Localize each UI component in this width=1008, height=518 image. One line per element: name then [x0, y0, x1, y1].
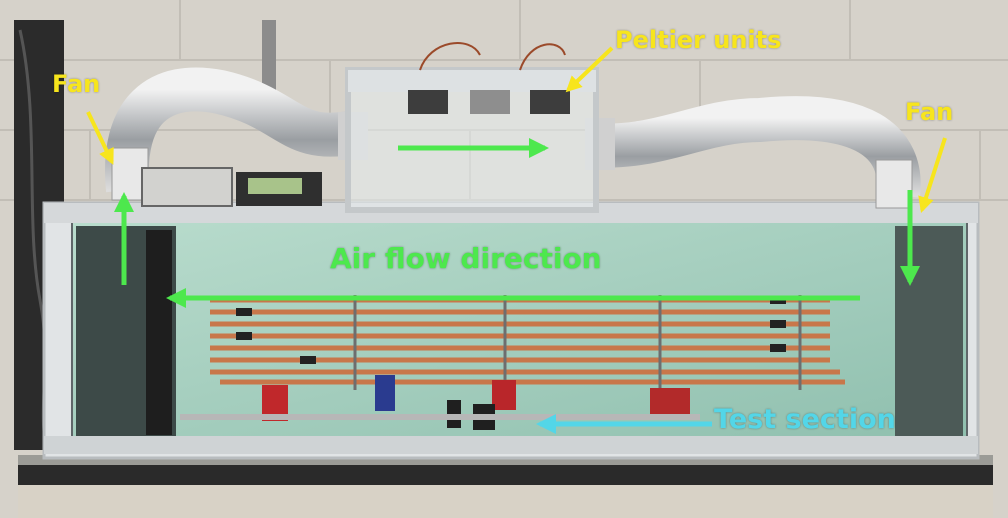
counter-edge — [18, 455, 993, 465]
right-dark-wall — [895, 226, 963, 440]
power-supply-box — [141, 167, 233, 207]
left-flex-duct — [105, 67, 360, 193]
right-fan-housing — [875, 159, 913, 209]
peltier-module-center — [470, 90, 510, 114]
fan-left-arrow — [86, 111, 114, 165]
peltier-chamber-top — [348, 70, 596, 92]
digital-meter-display — [248, 178, 302, 194]
enclosure-bottom-rail — [44, 436, 978, 454]
enclosure-panel — [71, 221, 968, 445]
air-flow-direction-label: Air flow direction — [330, 242, 602, 275]
test-section-label: Test section — [714, 404, 896, 435]
cabinet-front — [18, 485, 993, 518]
peltier-arrow — [565, 46, 614, 93]
fan-right-label: Fan — [905, 98, 954, 126]
fan-right-arrow — [918, 137, 947, 214]
peltier-module-right — [530, 90, 570, 114]
red-valve — [492, 380, 516, 410]
peltier-units-label: Peltier units — [615, 26, 782, 54]
test-pipe — [180, 414, 700, 420]
red-valve-right — [650, 388, 690, 414]
peltier-wires — [419, 42, 566, 71]
tube-supports — [353, 295, 802, 390]
blue-pressure-sensor — [375, 375, 395, 411]
left-air-channel — [146, 230, 172, 435]
right-flex-duct — [590, 96, 921, 198]
fan-left-label: Fan — [52, 70, 101, 98]
wall-pipe — [262, 20, 276, 100]
peltier-module-left — [408, 90, 448, 114]
